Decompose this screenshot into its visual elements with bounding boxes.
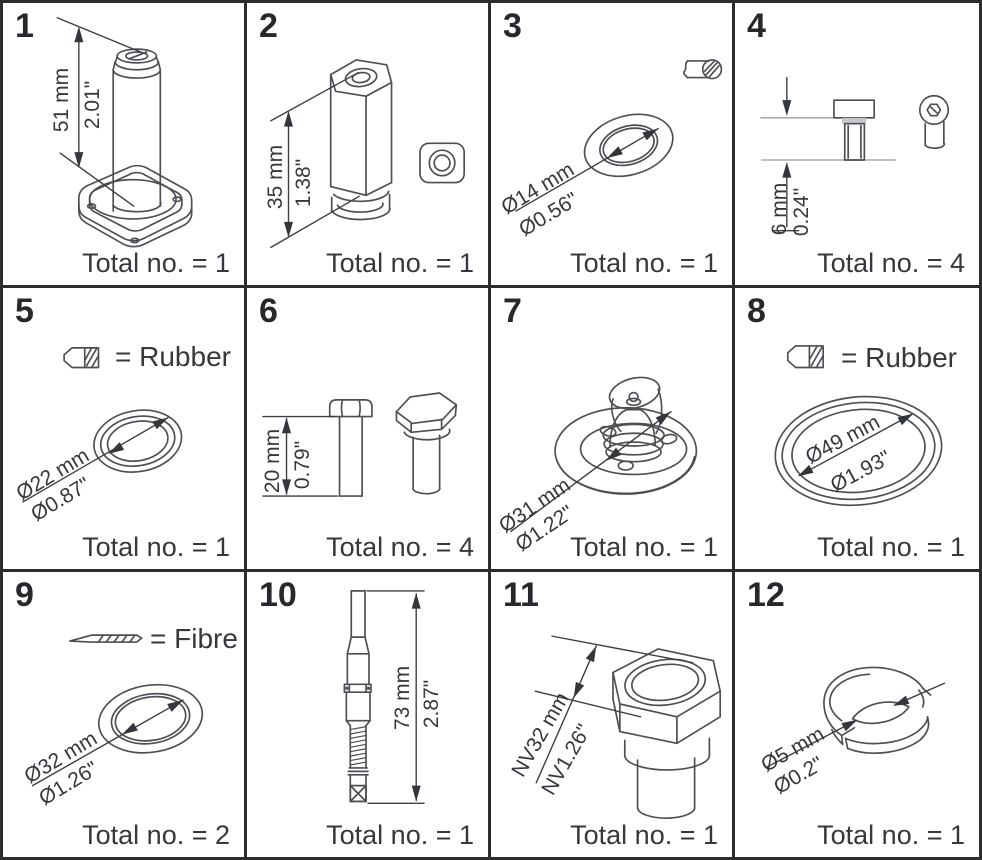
- part-outline: [93, 408, 183, 473]
- dimension-lines: [56, 17, 142, 207]
- part-number: 2: [259, 7, 278, 45]
- dimension-lines: [797, 413, 914, 477]
- dimension-lines: [366, 590, 425, 805]
- part-outline: [343, 590, 372, 803]
- part-cell-10: 10: [247, 572, 491, 857]
- part-outline: [328, 391, 458, 497]
- part-number: 3: [503, 7, 522, 45]
- total-count-label: Total no. = 1: [82, 532, 230, 563]
- dimension-lines: [262, 415, 339, 497]
- dimension-lines: [22, 416, 169, 503]
- part-outline: [774, 395, 943, 506]
- dimension-lines: [270, 71, 360, 249]
- screw-drawing: [760, 76, 950, 232]
- part-cell-11: 11: [491, 572, 735, 857]
- part-cell-1: 1: [3, 3, 247, 288]
- reference-lines: [760, 117, 896, 161]
- fibre-symbol-icon: [69, 634, 143, 644]
- dimension-label-mm: 35 mm: [264, 144, 287, 210]
- part-cell-12: 12 Ø5 mm Ø0.2": [735, 572, 979, 857]
- part-cell-5: 5 = Rubber Ø22 mm Ø0.87" Total no: [3, 287, 247, 573]
- washer-drawing: [515, 59, 723, 212]
- fibre-gasket-drawing: [31, 634, 204, 787]
- rubber-legend-label: = Rubber: [841, 341, 957, 373]
- dimension-label-inch: 0.79": [291, 440, 314, 489]
- part-cell-7: 7: [491, 287, 735, 573]
- part-cell-6: 6: [247, 287, 491, 573]
- spindle-drawing: [343, 590, 425, 805]
- rubber-symbol-icon: [63, 346, 100, 368]
- dimension-label-inch: 0.24": [790, 187, 813, 237]
- dimension-label-inch: 1.38": [292, 158, 315, 208]
- part-cell-8: 8 = Rubber Ø49 mm Ø1.93" Total no: [735, 288, 979, 573]
- part-outline: [329, 59, 466, 221]
- total-count-label: Total no. = 1: [570, 819, 718, 850]
- dimension-lines: [765, 682, 946, 769]
- gland-nut-drawing: [534, 635, 722, 820]
- rubber-symbol-icon: [786, 344, 824, 368]
- metal-section-icon: [683, 59, 723, 80]
- dimension-label-inch: 2.87": [420, 680, 443, 729]
- dimension-lines: [510, 410, 672, 532]
- dimension-lines: [515, 127, 659, 212]
- total-count-label: Total no. = 1: [326, 247, 474, 278]
- part-cell-4: 4: [735, 3, 979, 288]
- dimension-label-mm: 6 mm: [768, 182, 791, 236]
- part-outline: [97, 684, 204, 754]
- part-cell-3: 3 Ø14 mm Ø0.56" Tot: [491, 3, 735, 288]
- dimension-lines: [31, 699, 184, 787]
- part-number: 4: [747, 7, 766, 45]
- part-outline: [612, 648, 722, 820]
- part-number: 10: [259, 576, 297, 615]
- dimension-lines: [534, 635, 694, 784]
- total-count-label: Total no. = 1: [82, 247, 230, 278]
- part-number: 1: [15, 7, 34, 45]
- valve-plate-spring-drawing: [510, 376, 698, 532]
- part-outline: [833, 94, 950, 161]
- rubber-legend-label: = Rubber: [115, 340, 231, 372]
- part-number: 8: [747, 291, 766, 330]
- total-count-label: Total no. = 4: [817, 247, 965, 278]
- dimension-label-mm: 20 mm: [261, 428, 284, 493]
- part-cell-2: 2: [247, 3, 491, 288]
- part-outline: [823, 666, 932, 755]
- hex-standoff-drawing: [270, 59, 466, 249]
- part-outline: [554, 376, 698, 495]
- dimension-label-inch: 2.01": [81, 80, 104, 130]
- part-number: 6: [259, 291, 278, 330]
- pin-on-base-plate-drawing: [56, 17, 193, 248]
- part-number: 11: [503, 576, 539, 615]
- part-number: 9: [15, 576, 34, 615]
- dimension-lines: [772, 76, 800, 232]
- total-count-label: Total no. = 1: [817, 819, 965, 850]
- part-cell-9: 9 = Fibre Ø32 mm Ø1.26": [3, 572, 247, 857]
- total-count-label: Total no. = 1: [326, 819, 474, 850]
- total-count-label: Total no. = 1: [570, 532, 718, 563]
- total-count-label: Total no. = 2: [82, 819, 230, 850]
- split-washer-drawing: [765, 666, 946, 769]
- part-outline: [583, 113, 674, 178]
- part-number: 5: [15, 291, 34, 330]
- total-count-label: Total no. = 1: [817, 532, 965, 563]
- large-o-ring-drawing: [774, 344, 943, 506]
- fibre-legend-label: = Fibre: [150, 623, 238, 655]
- part-number: 12: [747, 576, 785, 615]
- part-outline: [78, 48, 193, 248]
- part-number: 7: [503, 291, 522, 330]
- dimension-label-mm: 73 mm: [391, 666, 414, 731]
- total-count-label: Total no. = 4: [326, 532, 474, 563]
- dimension-label-mm: 51 mm: [50, 67, 73, 133]
- total-count-label: Total no. = 1: [570, 247, 718, 278]
- hex-bolt-drawing: [262, 391, 458, 497]
- o-ring-drawing: [22, 346, 183, 503]
